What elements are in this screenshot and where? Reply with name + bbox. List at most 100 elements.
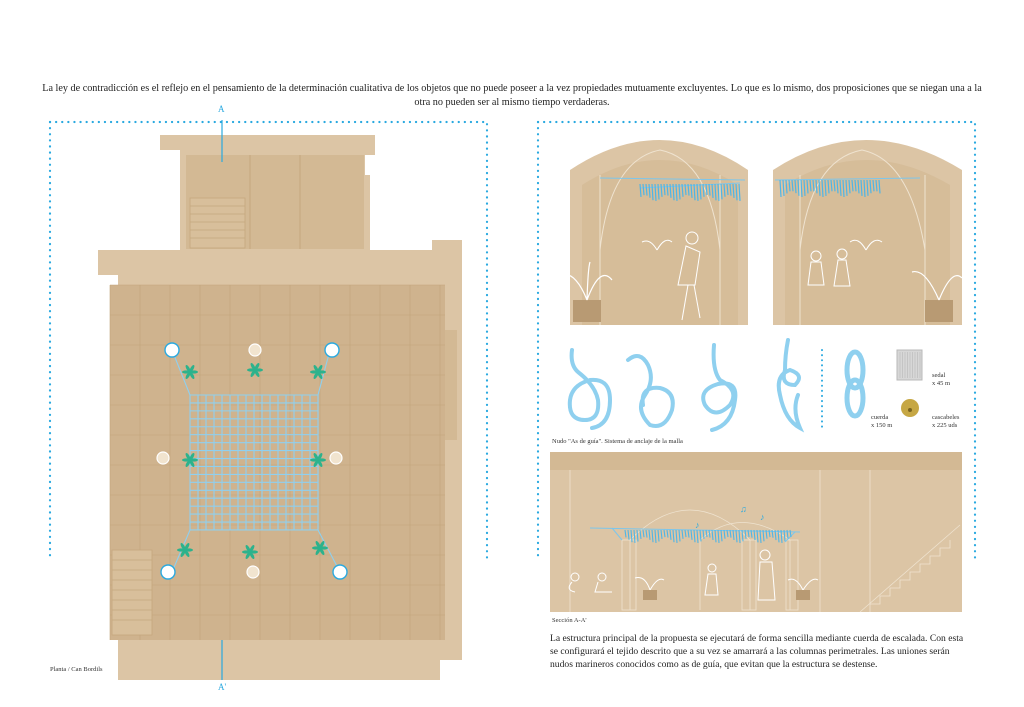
section-net <box>589 527 801 543</box>
description-paragraph: La estructura principal de la propuesta … <box>550 633 964 670</box>
hanging-strand <box>660 183 663 197</box>
hanging-strand <box>696 529 699 543</box>
sedal-label: sedal <box>932 372 946 379</box>
right-dotted-frame <box>536 120 977 560</box>
hanging-strand <box>678 529 681 542</box>
hanging-strand <box>818 179 821 196</box>
hanging-strand <box>815 179 818 194</box>
hanging-strand <box>744 529 747 539</box>
hanging-strand <box>735 183 738 201</box>
hanging-strand <box>860 179 863 196</box>
hanging-strand <box>851 179 854 192</box>
hanging-strand <box>774 529 777 541</box>
hanging-strand <box>863 179 866 198</box>
hanging-strand <box>711 183 714 198</box>
hanging-strand <box>687 529 690 538</box>
cascabeles-label: cascabeles <box>932 414 960 421</box>
hanging-strand <box>836 179 839 194</box>
hanging-strand <box>642 529 645 538</box>
hanging-strand <box>833 179 836 192</box>
column <box>329 451 343 465</box>
person-figure <box>677 231 701 321</box>
hanging-strand <box>639 183 642 197</box>
hanging-strand <box>869 179 872 194</box>
hanging-strand <box>639 529 642 539</box>
hanging-strand <box>654 529 657 544</box>
plant-icon <box>182 452 198 468</box>
cuerda-label: cuerda <box>871 414 889 421</box>
hanging-strand <box>651 183 654 201</box>
hanging-strand <box>681 529 684 539</box>
hanging-strand <box>824 179 827 196</box>
rope-coil-icon <box>844 349 866 419</box>
hanging-strand <box>785 179 788 194</box>
plant-icon <box>310 452 326 468</box>
hanging-strand <box>765 529 768 539</box>
hanging-strand <box>708 183 711 196</box>
hanging-strand <box>803 179 806 196</box>
hanging-strand <box>875 179 878 192</box>
hanging-strand <box>666 183 669 196</box>
hanging-strand <box>735 529 738 543</box>
elevation-view-1 <box>559 140 748 325</box>
hanging-strand <box>732 529 735 541</box>
bell-icon <box>901 399 919 417</box>
hanging-strand <box>654 183 657 202</box>
hanging-strand <box>690 183 693 198</box>
hanging-strand <box>759 529 762 543</box>
plan-columns <box>156 342 348 580</box>
hanging-strand <box>702 183 705 197</box>
hanging-strand <box>786 529 789 539</box>
hanging-strand <box>648 183 651 198</box>
section-caption: Sección A-A' <box>552 617 587 624</box>
hanging-strand <box>717 183 720 201</box>
hanging-strand <box>783 529 786 542</box>
plant-icon <box>177 542 193 558</box>
hanging-strand <box>780 529 783 543</box>
hanging-strand <box>723 183 726 197</box>
hanging-strand <box>630 529 633 543</box>
hanging-strand <box>866 179 869 196</box>
hanging-strand <box>848 179 851 194</box>
hanging-strand <box>633 529 636 544</box>
hanging-strand <box>842 179 845 198</box>
hanging-strand <box>642 183 645 196</box>
fishing-line-spool-icon <box>896 349 923 381</box>
hanging-strand <box>627 529 630 540</box>
music-notes: ♪♫♪ <box>695 504 765 530</box>
hanging-strand <box>821 179 824 198</box>
hanging-strand <box>645 183 648 196</box>
hanging-strand <box>663 183 666 196</box>
hanging-strand <box>663 529 666 538</box>
svg-text:♪: ♪ <box>760 512 765 522</box>
hanging-strand <box>845 179 848 196</box>
hanging-strand <box>720 183 723 200</box>
hanging-strand <box>779 179 782 198</box>
hanging-strand <box>699 183 702 200</box>
plan-stairs-bottom <box>111 549 153 636</box>
hanging-strand <box>753 529 756 541</box>
hanging-strand <box>687 183 690 196</box>
hanging-strand <box>693 183 696 201</box>
hanging-strand <box>684 529 687 538</box>
hanging-strand <box>797 179 800 196</box>
column <box>248 343 262 357</box>
hanging-strand <box>782 179 785 197</box>
column <box>246 565 260 579</box>
bowline-knot-steps <box>567 338 805 433</box>
hanging-strand <box>788 179 791 192</box>
hanging-strand <box>726 183 729 196</box>
hanging-strand <box>756 529 759 543</box>
hanging-strand <box>794 179 797 194</box>
hanging-strand <box>657 183 660 200</box>
hanging-strand <box>809 179 812 192</box>
hanging-strand <box>750 529 753 538</box>
knot-caption: Nudo "As de guía". Sistema de anclaje de… <box>552 438 683 445</box>
hanging-strand <box>720 529 723 542</box>
intro-paragraph: La ley de contradicción es el reflejo en… <box>42 83 982 108</box>
knot-step-4 <box>776 338 805 433</box>
hanging-strand <box>672 183 675 201</box>
hanging-strand <box>791 179 794 192</box>
